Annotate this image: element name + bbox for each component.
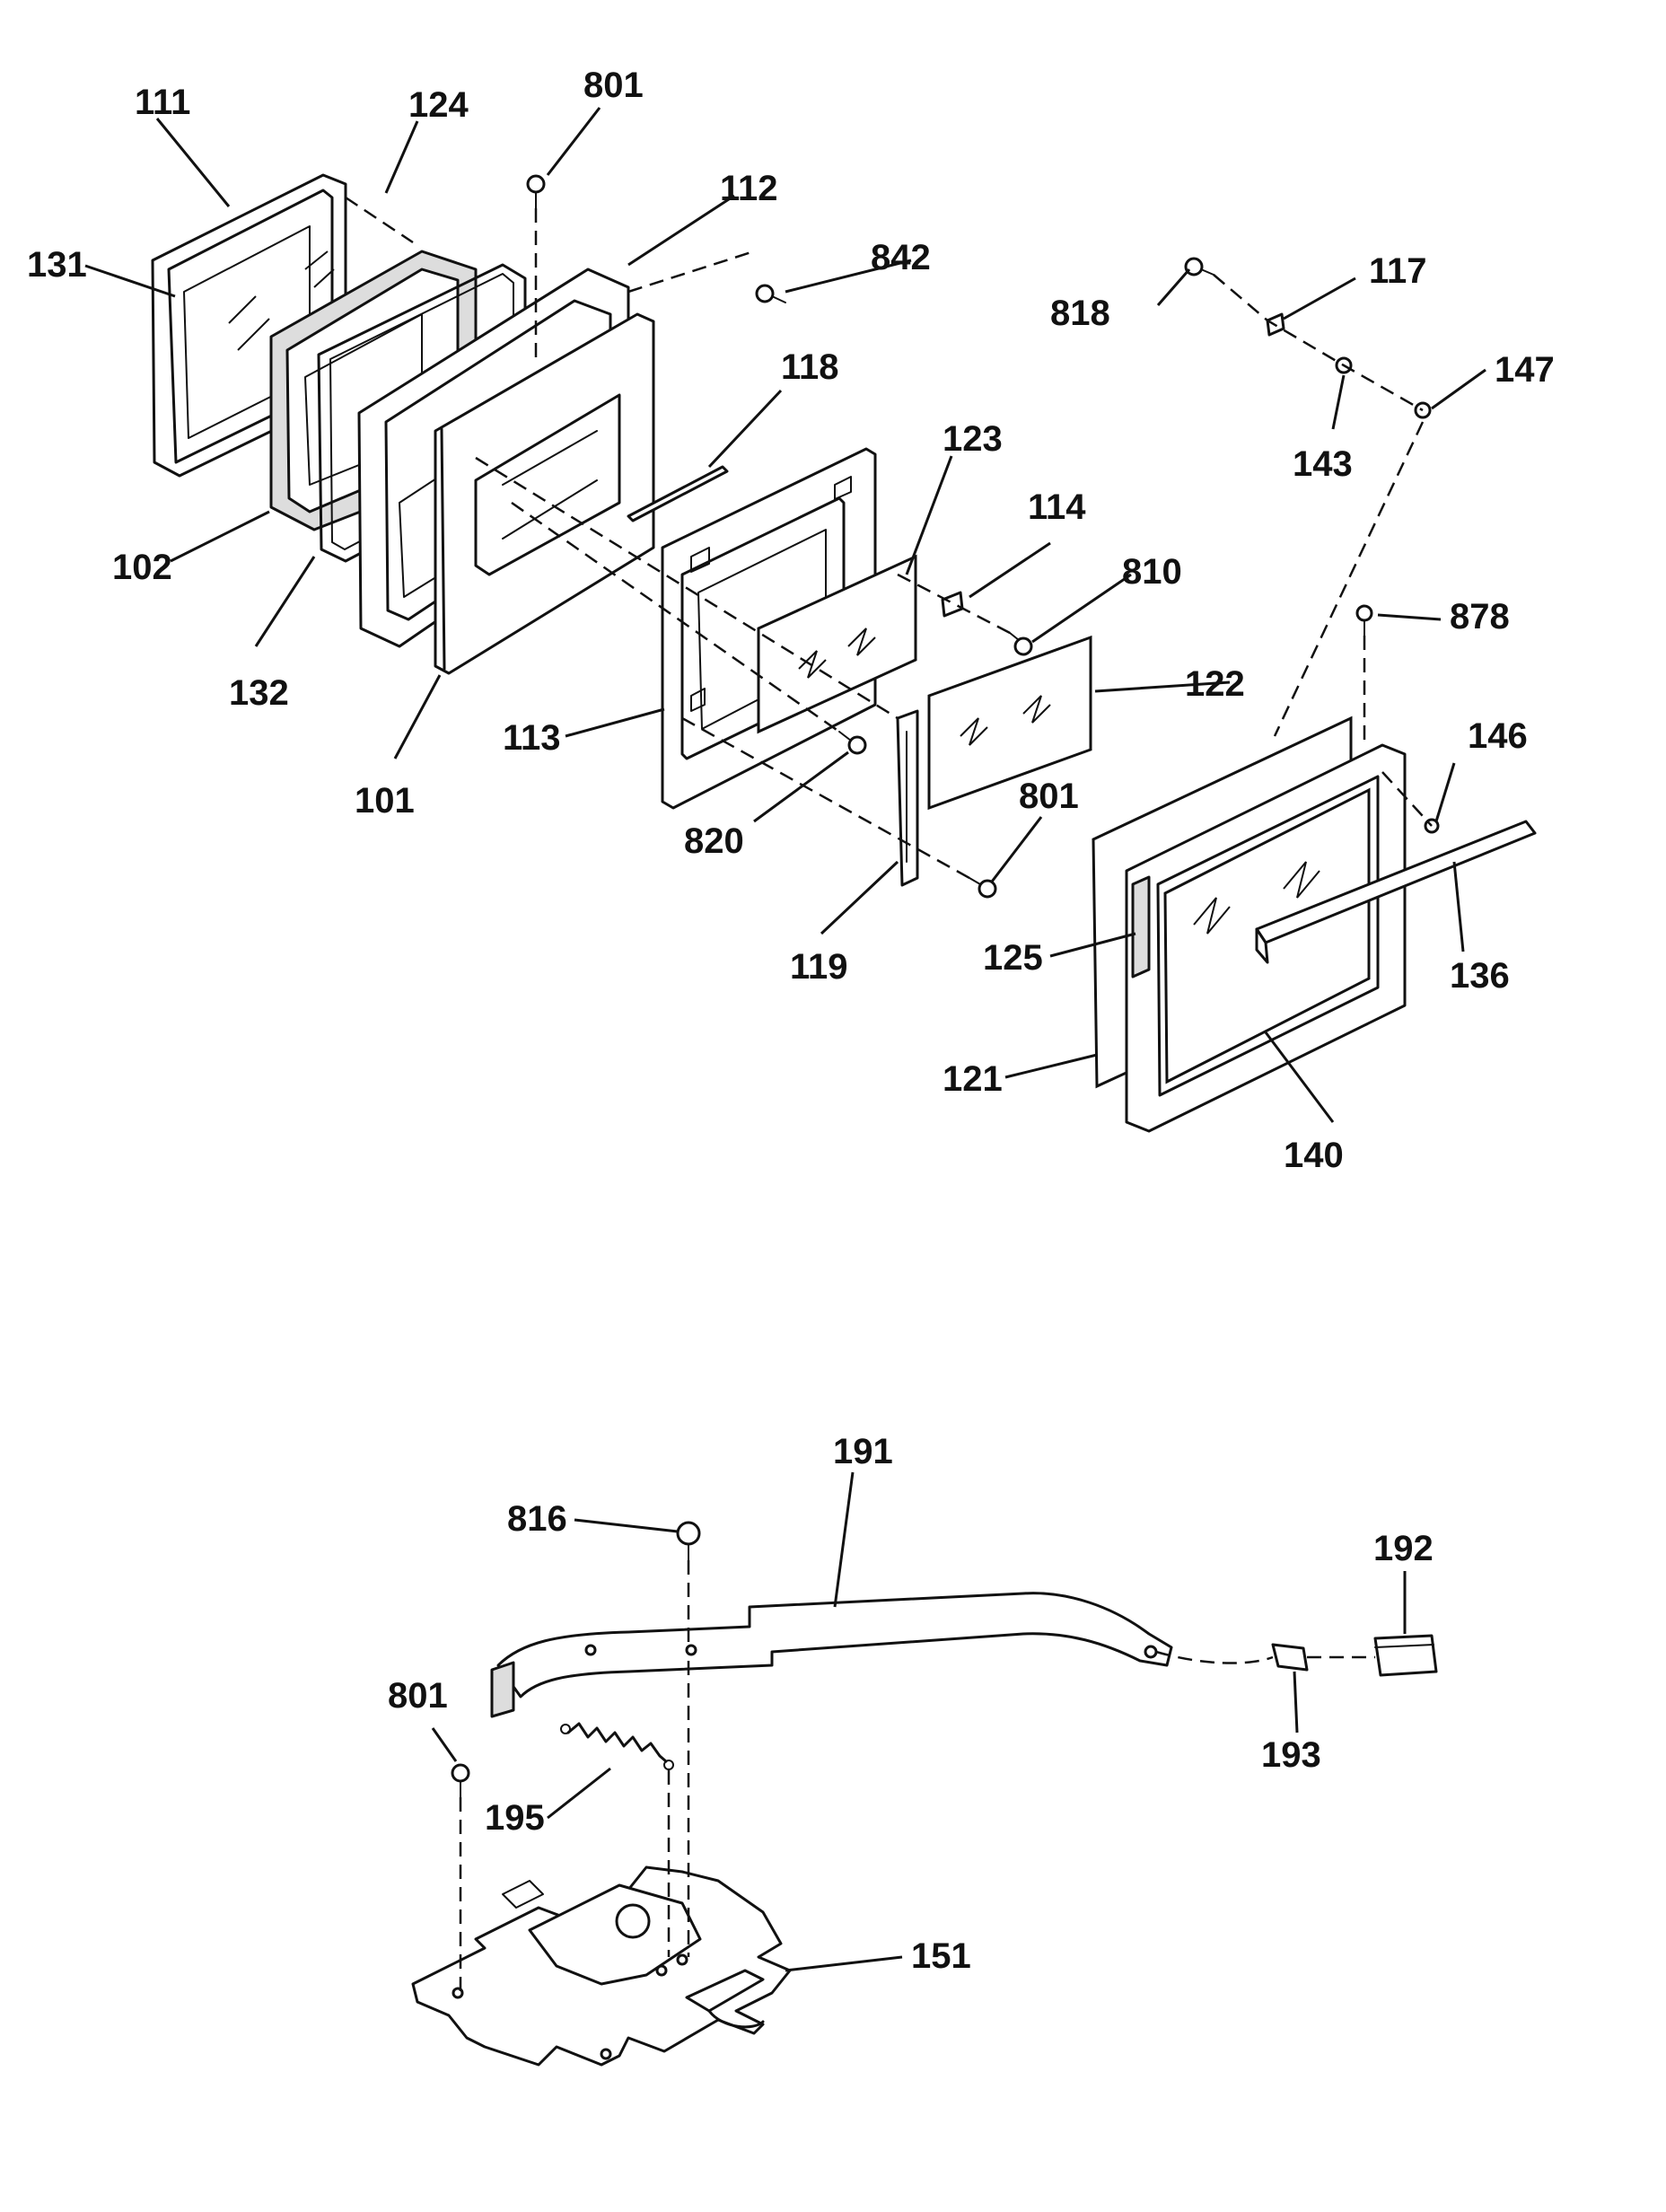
part-119-bracket: [896, 709, 919, 887]
leader-lines-lower: [431, 1471, 1407, 1972]
part-118-strip: [627, 465, 729, 522]
screw-842: [755, 284, 786, 303]
label-101: 101: [355, 781, 415, 821]
part-122-glass-pane: [927, 635, 1092, 811]
part-195-spring: [560, 1722, 674, 1770]
part-114-clip: [941, 591, 964, 618]
label-117: 117: [1369, 251, 1427, 291]
label-195: 195: [485, 1798, 545, 1838]
label-818: 818: [1050, 294, 1110, 333]
part-191-latch-arm: [490, 1592, 1173, 1718]
label-111: 111: [135, 83, 190, 122]
alignment-lines-lower: [459, 1560, 1375, 1993]
part-151-latch-base: [411, 1865, 792, 2067]
part-136-handle: [1255, 820, 1537, 964]
label-136: 136: [1450, 956, 1510, 996]
label-102: 102: [112, 548, 172, 587]
label-147: 147: [1495, 350, 1555, 390]
screw-801-top: [526, 174, 546, 209]
part-192-knob: [1373, 1634, 1438, 1677]
part-labels: 111 124 801 112 842 131 118 818 117 147 …: [27, 66, 1555, 1976]
label-143: 143: [1293, 444, 1353, 484]
alignment-lines-upper: [345, 196, 1433, 880]
label-801-top: 801: [583, 66, 644, 105]
screw-820: [838, 731, 867, 755]
part-193-clip: [1271, 1643, 1309, 1672]
label-113: 113: [503, 718, 561, 758]
label-132: 132: [229, 673, 289, 713]
label-121: 121: [943, 1059, 1003, 1099]
label-123: 123: [943, 419, 1003, 459]
label-140: 140: [1284, 1136, 1344, 1175]
screw-878: [1355, 604, 1373, 636]
label-810: 810: [1122, 552, 1182, 592]
leader-lines-upper: [84, 107, 1486, 1123]
screw-801-mid: [969, 877, 997, 899]
label-118: 118: [781, 347, 839, 387]
part-101-door-panel: [434, 312, 655, 675]
screw-810: [1009, 632, 1033, 656]
label-820: 820: [684, 821, 744, 861]
label-192: 192: [1373, 1529, 1434, 1568]
label-193: 193: [1261, 1735, 1321, 1775]
label-816: 816: [507, 1499, 567, 1539]
screw-818: [1184, 257, 1214, 276]
label-842: 842: [871, 238, 931, 277]
label-112: 112: [720, 169, 778, 208]
screw-801-lower: [451, 1763, 470, 1798]
label-119: 119: [790, 947, 848, 987]
label-114: 114: [1028, 487, 1086, 527]
label-878: 878: [1450, 597, 1510, 636]
label-122: 122: [1185, 664, 1245, 704]
label-191: 191: [833, 1432, 893, 1471]
screw-816: [676, 1521, 701, 1561]
label-801-lower: 801: [388, 1676, 448, 1716]
label-801-mid: 801: [1019, 777, 1079, 816]
label-131: 131: [27, 245, 87, 285]
label-146: 146: [1468, 716, 1528, 756]
label-125: 125: [983, 938, 1043, 978]
label-124: 124: [408, 85, 469, 125]
label-151: 151: [911, 1936, 971, 1976]
